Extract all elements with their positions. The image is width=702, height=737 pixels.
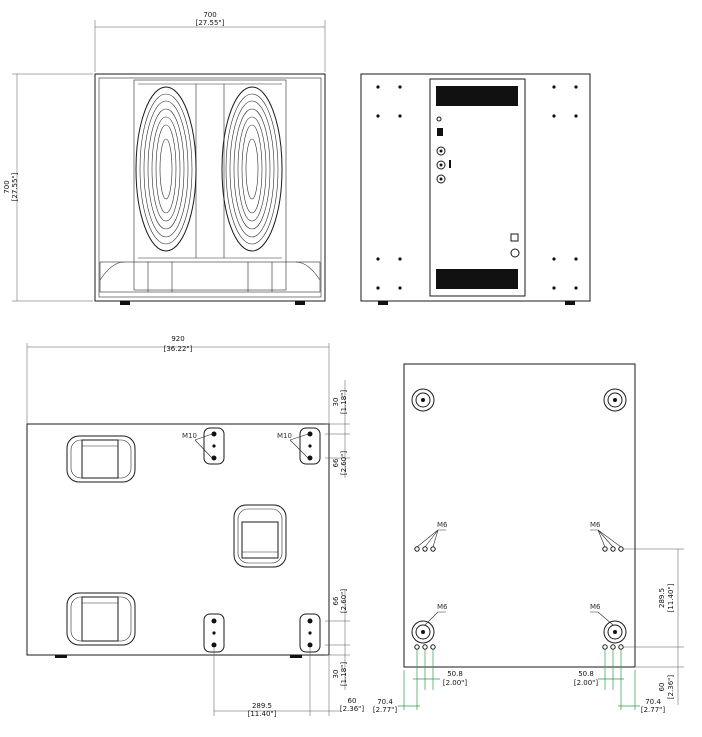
handle-bottom-left [66,592,136,646]
power-inlet [510,248,520,258]
bottom-right-edge-inch: [2.77"] [641,706,666,714]
foot-top-right [603,388,627,412]
side-horizontal-dimensions: 289.5 [11.40"] 60 [2.36"] [213,648,365,718]
amp-panel [429,78,526,297]
front-width-inch: [27.55"] [196,19,225,27]
bottom-view: M6 M6 M6 M6 289.5 [ [373,363,684,714]
side-bottom-offset-value: 30 [332,670,340,679]
bottom-edge-offset-inch: [2.36"] [667,675,675,700]
m6-lower-left: M6 [414,603,448,650]
m10-left-label: M10 [182,432,197,440]
side-width-value: 920 [171,335,184,343]
front-view: 700 [27.55"] 700 [27.55"] [3,11,326,305]
front-height-inch: [27.55"] [11,172,19,201]
side-rail-spacing-inch: [11.40"] [248,710,277,718]
bottom-left-edge-value: 70.4 [377,698,393,706]
side-rail-edge-inch: [2.36"] [340,705,365,713]
foot-bottom-right [603,620,627,644]
side-width-inch: [36.22"] [164,345,193,353]
right-woofer [221,86,283,252]
bottom-right-spacing-value: 50.8 [578,670,594,678]
m6-lower-right: M6 [590,603,624,650]
rigging-plate-bottom-right [299,613,321,653]
bottom-vertical-spacing-value: 289.5 [658,588,666,608]
bottom-right-spacing-inch: [2.00"] [574,679,599,687]
bottom-right-edge-value: 70.4 [645,698,661,706]
bottom-heatsink [436,269,518,289]
rigging-plate-bottom-left [203,613,225,653]
side-width-dimension: 920 [36.22"] [26,335,330,424]
front-height-dimension: 700 [27.55"] [3,73,93,302]
side-bottom-spacing-inch: [2.60"] [340,589,348,614]
rear-foot-right [565,301,575,305]
foot-bottom-left [411,620,435,644]
amp-connectors [436,116,520,258]
rear-screws [376,85,578,290]
bottom-panel [403,363,636,668]
handle-top-left [66,435,136,483]
front-grille-frame [133,79,287,291]
side-top-spacing-value: 66 [332,458,340,467]
front-width-value: 700 [203,11,216,19]
side-cabinet [26,423,330,656]
bottom-horizontal-dimensions: 50.8 [2.00"] 50.8 [2.00"] 70.4 [2.77"] 7… [373,650,666,714]
m10-right-label: M10 [277,432,292,440]
m6-upper-left: M6 [414,521,448,552]
bottom-edge-offset-value: 60 [658,683,666,692]
bottom-vertical-spacing-inch: [11.40"] [667,583,675,612]
m6-lower-left-label: M6 [437,603,448,611]
rear-foot-left [378,301,388,305]
side-view: 920 [36.22"] [26,335,365,718]
m6-upper-right-label: M6 [590,521,601,529]
left-woofer [135,86,197,252]
rear-view [360,73,591,305]
m6-upper-left-label: M6 [437,521,448,529]
rear-cabinet [360,73,591,302]
side-top-spacing-inch: [2.60"] [340,451,348,476]
handle-center [233,504,287,568]
top-heatsink [436,86,518,106]
bottom-vertical-dimension: 289.5 [11.40"] 60 [2.36"] [623,548,684,705]
bottom-left-edge-inch: [2.77"] [373,706,398,714]
side-foot-right [290,655,302,658]
side-vertical-dimensions: 30 [1.18"] 66 [2.60"] 66 [2.60"] 30 [1.1… [325,380,350,690]
side-rail-edge-value: 60 [348,697,357,705]
front-width-dimension: 700 [27.55"] [94,11,326,72]
side-bottom-spacing-value: 66 [332,596,340,605]
bottom-left-spacing-value: 50.8 [447,670,463,678]
front-port [99,261,321,293]
side-rail-spacing-value: 289.5 [252,702,272,710]
m6-upper-right: M6 [590,521,624,552]
rigging-plate-top-right [299,427,321,465]
front-cabinet [94,73,326,302]
power-switch [510,233,519,242]
side-top-offset-value: 30 [332,398,340,407]
bottom-left-spacing-inch: [2.00"] [443,679,468,687]
front-foot-left [120,301,130,305]
side-bottom-offset-inch: [1.18"] [340,662,348,687]
side-top-offset-inch: [1.18"] [340,390,348,415]
rigging-plate-top-left [203,427,225,465]
side-foot-left [55,655,67,658]
foot-top-left [411,388,435,412]
front-height-value: 700 [3,180,11,193]
front-foot-right [295,301,305,305]
m6-lower-right-label: M6 [590,603,601,611]
